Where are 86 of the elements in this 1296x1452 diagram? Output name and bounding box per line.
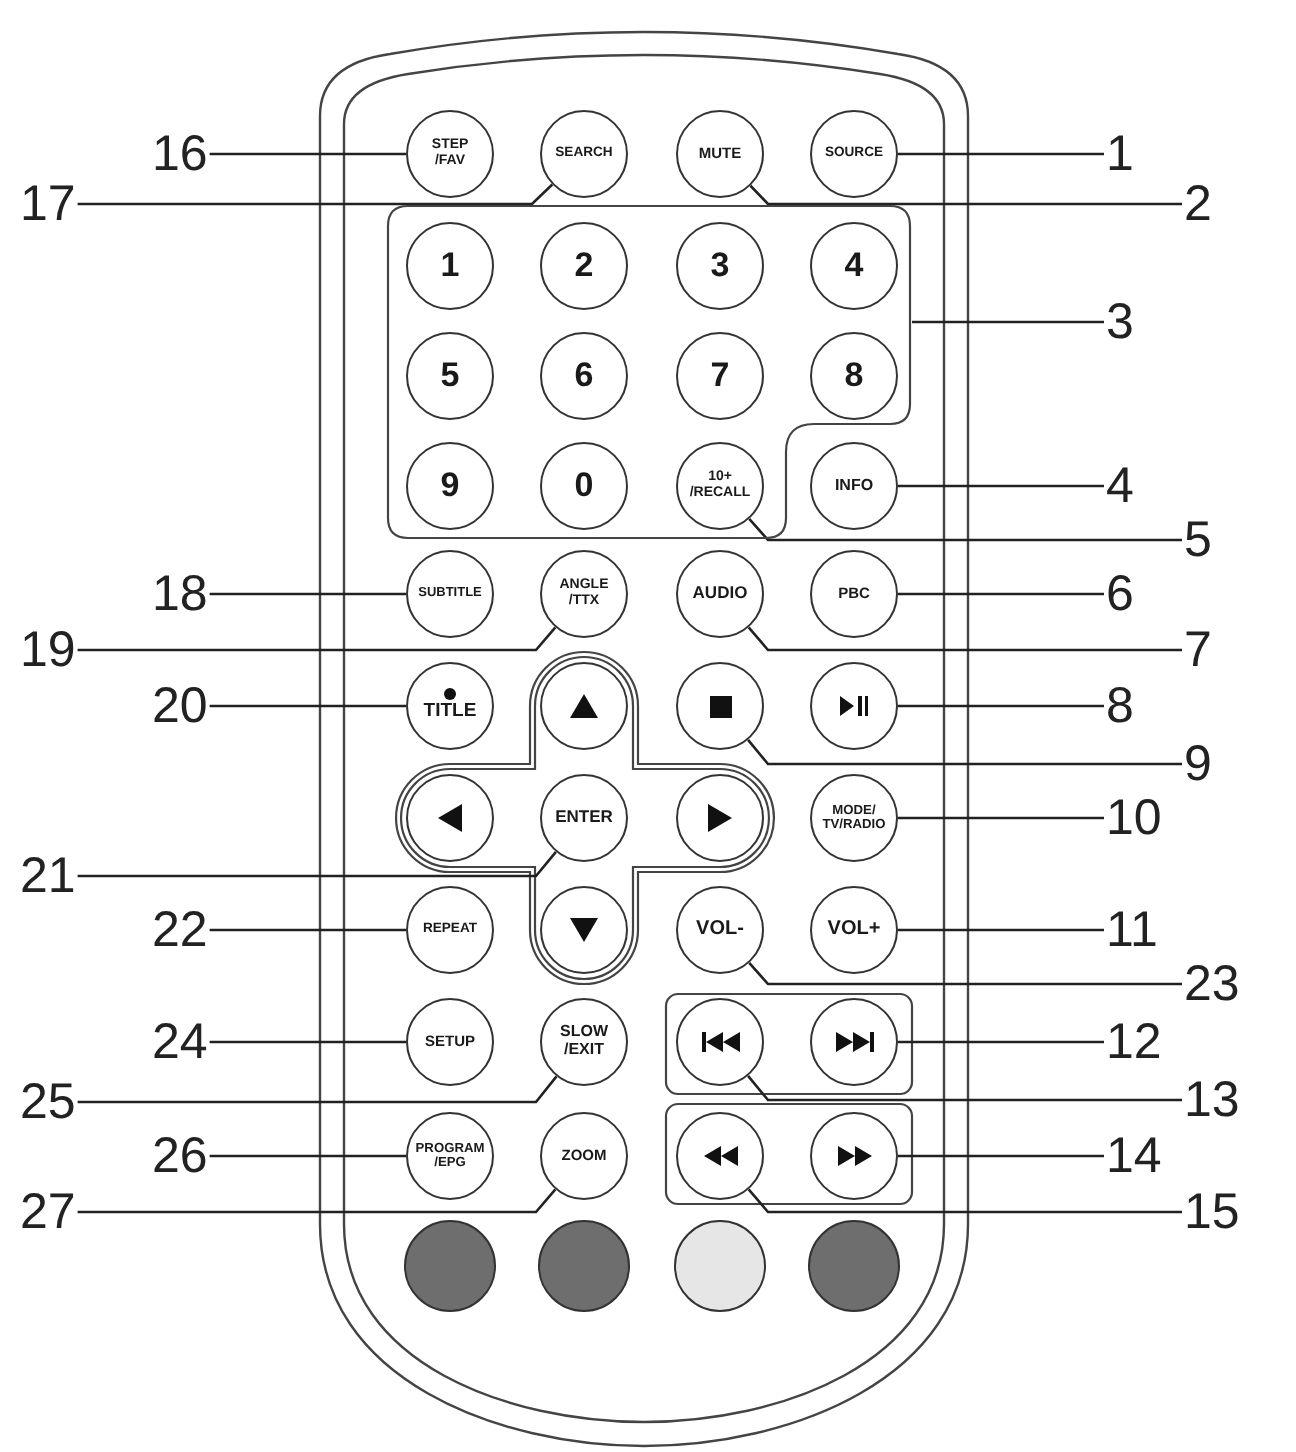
- callout-number: 12: [1106, 1017, 1162, 1067]
- remote-button: [676, 1112, 764, 1200]
- callout-number: 13: [1184, 1075, 1240, 1125]
- remote-button: [404, 1220, 496, 1312]
- callout-number: 18: [152, 569, 208, 619]
- remote-button: [676, 774, 764, 862]
- leader-line: [77, 851, 557, 878]
- leader-line: [209, 1154, 406, 1158]
- leader-line: [747, 1075, 1182, 1102]
- callout-number: 5: [1184, 515, 1212, 565]
- leader-line: [898, 152, 1104, 156]
- callout-number: 20: [152, 681, 208, 731]
- remote-button: 3: [676, 222, 764, 310]
- remote-button: 8: [810, 332, 898, 420]
- leader-line: [77, 1075, 558, 1104]
- remote-button: [674, 1220, 766, 1312]
- callout-number: 24: [152, 1017, 208, 1067]
- callout-number: 1: [1106, 129, 1134, 179]
- leader-line: [898, 484, 1104, 488]
- callout-number: 11: [1106, 905, 1158, 955]
- leader-line: [898, 1154, 1104, 1158]
- remote-button: [538, 1220, 630, 1312]
- callout-number: 27: [20, 1187, 76, 1237]
- remote-button: 7: [676, 332, 764, 420]
- leader-line: [209, 704, 406, 708]
- callout-number: 8: [1106, 681, 1134, 731]
- callout-number: 16: [152, 129, 208, 179]
- remote-button: [810, 998, 898, 1086]
- leader-line: [77, 626, 557, 652]
- remote-button: 2: [540, 222, 628, 310]
- leader-line: [748, 962, 1182, 986]
- remote-button: 1: [406, 222, 494, 310]
- callout-number: 21: [20, 851, 76, 901]
- callout-number: 4: [1106, 461, 1134, 511]
- leader-line: [209, 152, 406, 156]
- remote-button: [406, 774, 494, 862]
- leader-line: [748, 518, 1182, 542]
- leader-line: [898, 1040, 1104, 1044]
- remote-button: [808, 1220, 900, 1312]
- remote-button: INFO: [810, 442, 898, 530]
- remote-button: [676, 998, 764, 1086]
- callout-number: 19: [20, 625, 76, 675]
- callout-number: 25: [20, 1077, 76, 1127]
- remote-button: ENTER: [540, 774, 628, 862]
- leader-line: [209, 592, 406, 596]
- leader-line: [898, 704, 1104, 708]
- remote-button: VOL+: [810, 886, 898, 974]
- remote-button: [676, 662, 764, 750]
- callout-number: 2: [1184, 179, 1212, 229]
- callout-number: 9: [1184, 739, 1212, 789]
- leader-line: [898, 928, 1104, 932]
- leader-line: [77, 183, 554, 206]
- leader-line: [77, 1188, 557, 1214]
- callout-number: 15: [1184, 1187, 1240, 1237]
- remote-button: VOL-: [676, 886, 764, 974]
- remote-button: [810, 1112, 898, 1200]
- callout-number: 17: [20, 179, 76, 229]
- leader-line: [747, 739, 1182, 766]
- remote-button: 9: [406, 442, 494, 530]
- remote-button: 0: [540, 442, 628, 530]
- leader-line: [898, 816, 1104, 820]
- button-group-outline: [388, 206, 910, 538]
- leader-line: [749, 184, 1182, 206]
- callout-number: 23: [1184, 959, 1240, 1009]
- callout-number: 10: [1106, 793, 1162, 843]
- callout-number: 7: [1184, 625, 1212, 675]
- callout-number: 26: [152, 1131, 208, 1181]
- callout-number: 14: [1106, 1131, 1162, 1181]
- leader-line: [912, 320, 1104, 324]
- leader-line: [747, 626, 1182, 652]
- callout-number: 3: [1106, 297, 1134, 347]
- callout-number: 6: [1106, 569, 1134, 619]
- leader-line: [747, 1188, 1182, 1214]
- remote-button: 6: [540, 332, 628, 420]
- remote-button: TITLE: [406, 662, 494, 750]
- remote-button: AUDIO: [676, 550, 764, 638]
- remote-button: [540, 662, 628, 750]
- leader-line: [209, 928, 406, 932]
- callout-number: 22: [152, 905, 208, 955]
- remote-button: SLOW /EXIT: [540, 998, 628, 1086]
- remote-button: [810, 662, 898, 750]
- remote-button: [540, 886, 628, 974]
- leader-line: [898, 592, 1104, 596]
- remote-button: 5: [406, 332, 494, 420]
- remote-button: 4: [810, 222, 898, 310]
- leader-line: [209, 1040, 406, 1044]
